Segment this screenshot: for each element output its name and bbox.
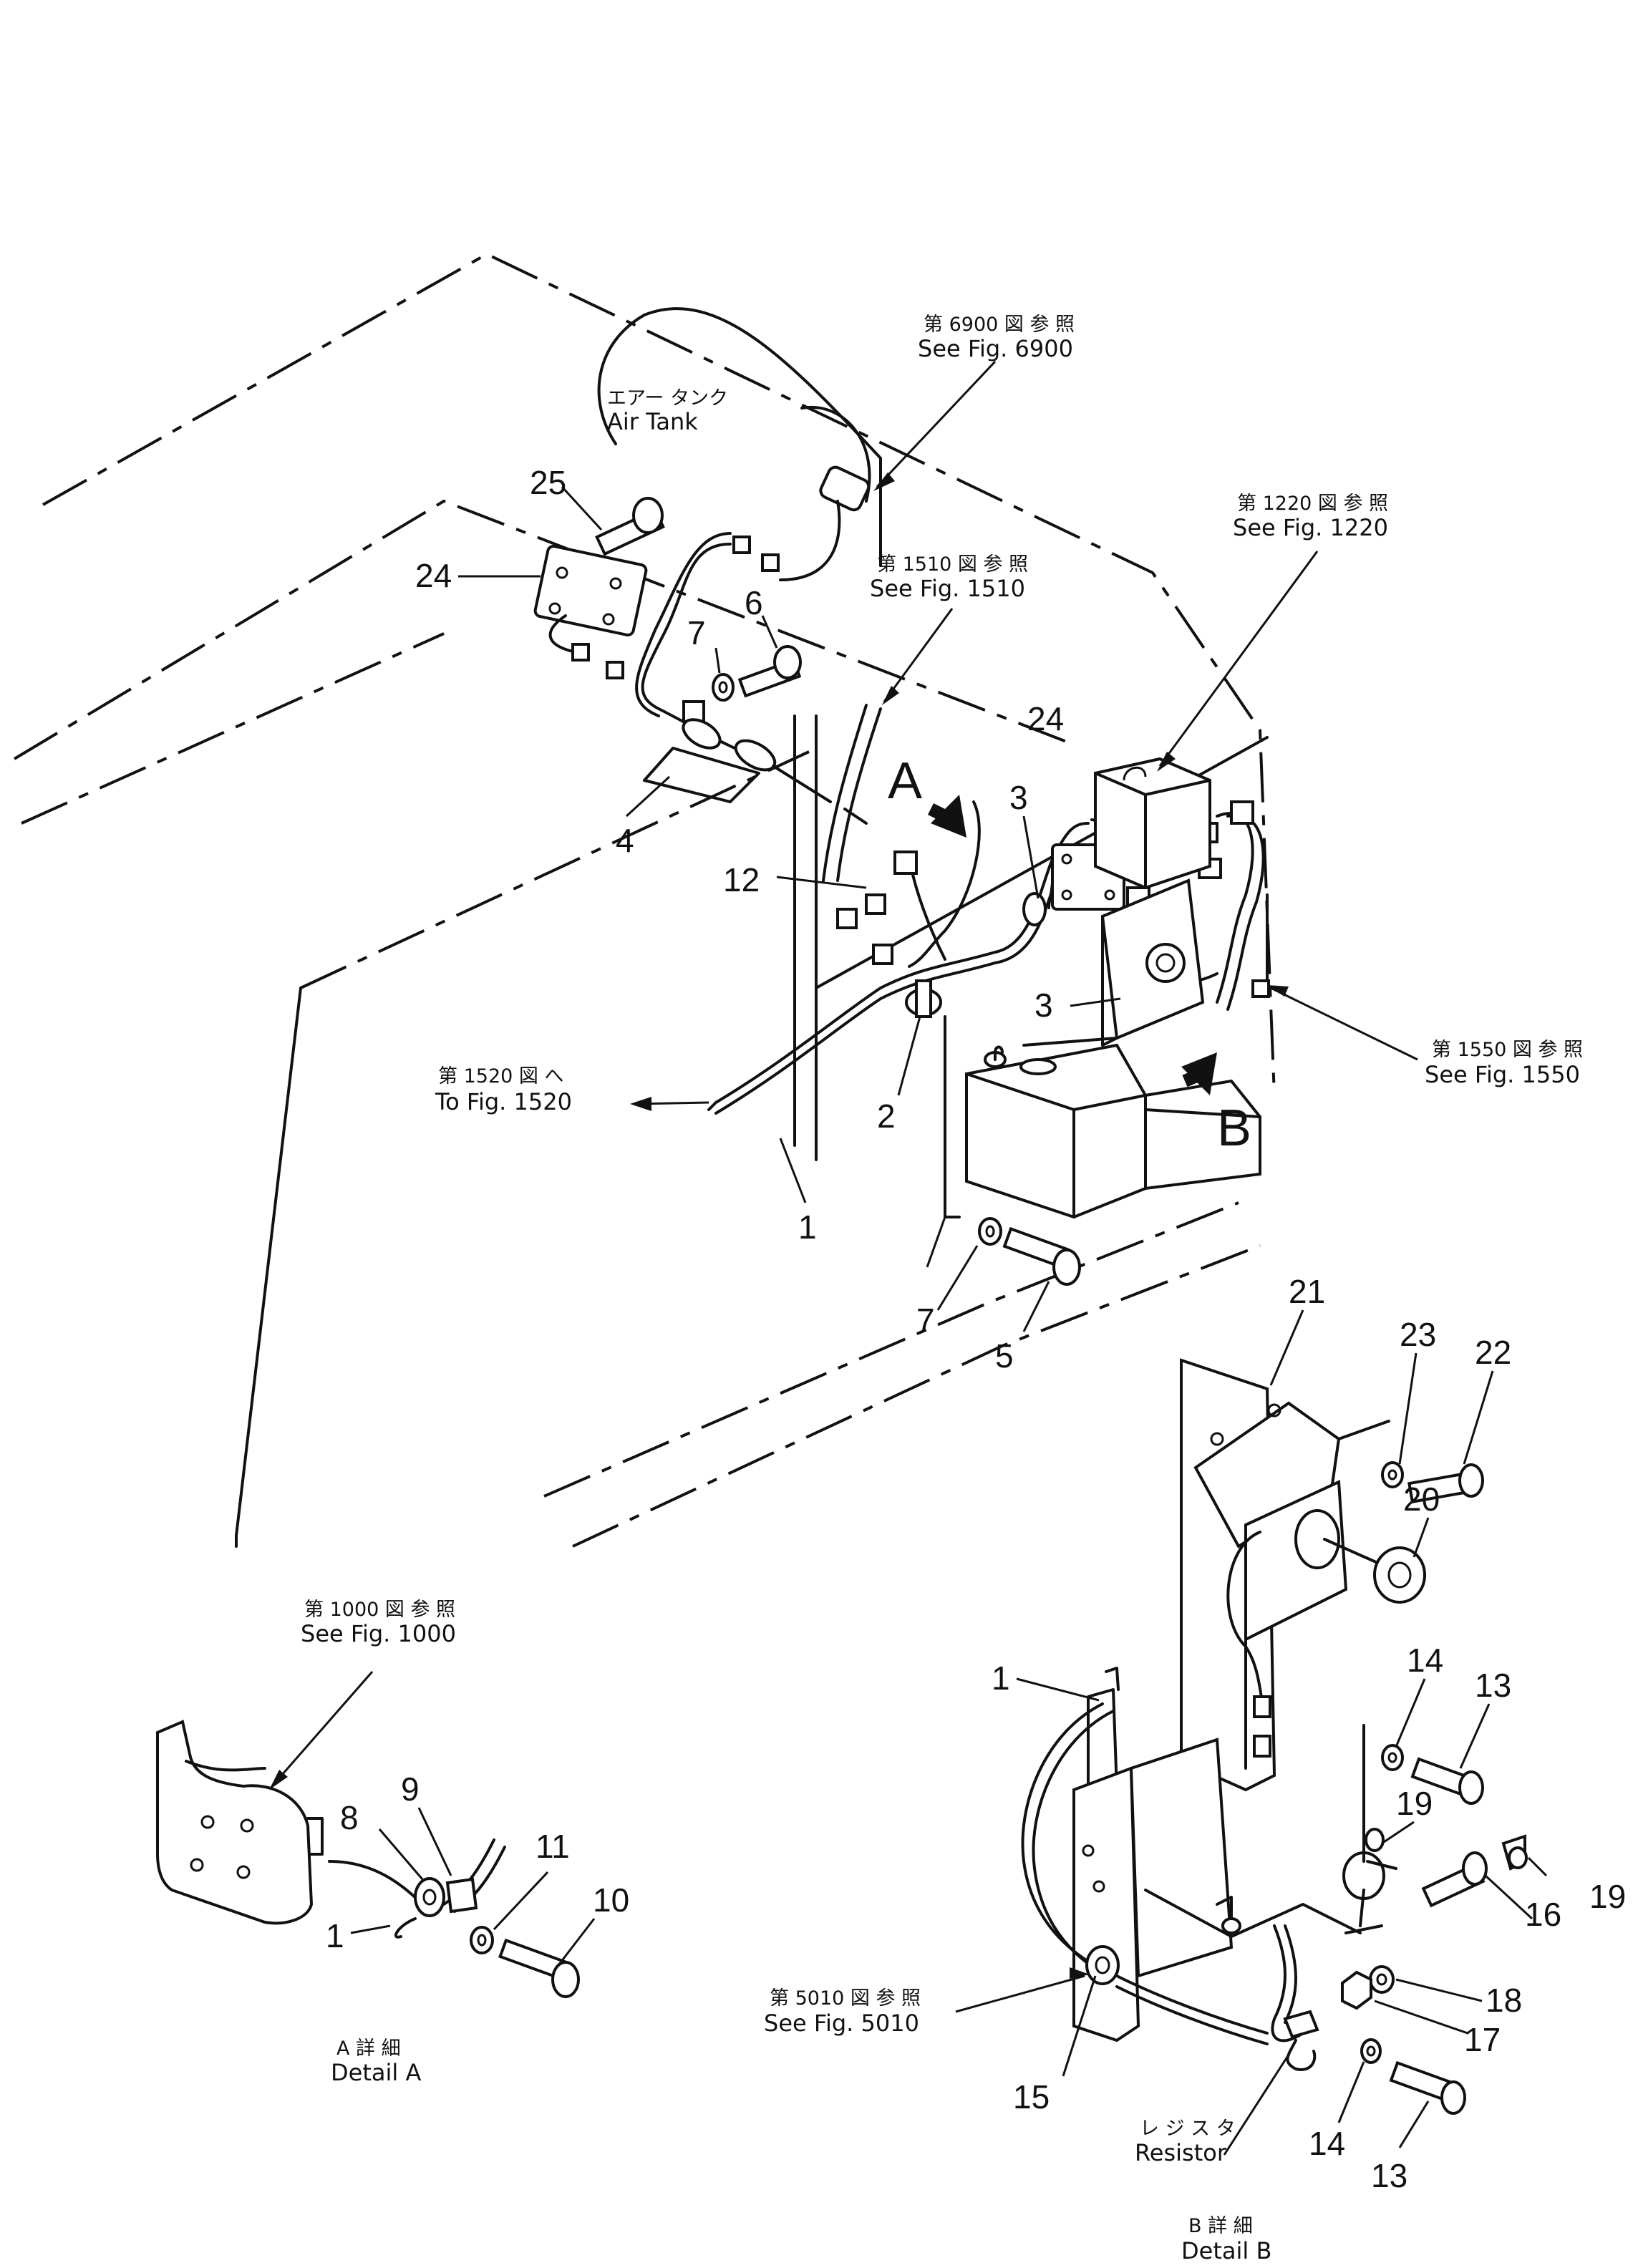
callout-3-upper: 3: [1009, 779, 1028, 816]
callout-11: 11: [536, 1828, 570, 1865]
callout-20: 20: [1403, 1480, 1440, 1518]
callout-4: 4: [616, 822, 634, 859]
fig-1550-label-jp: 第 1550 図 参 照: [1432, 1039, 1583, 1061]
fig-1000-label-en: See Fig. 1000: [301, 1620, 456, 1647]
detail-a-assembly: [156, 1720, 580, 1998]
fig-6900-label-jp: 第 6900 図 参 照: [924, 314, 1075, 336]
callout-2: 2: [877, 1097, 896, 1135]
fig-1000-label-jp: 第 1000 図 参 照: [304, 1599, 455, 1621]
reference-labels: 第 6900 図 参 照 See Fig. 6900 エアー タンク Air T…: [301, 314, 1583, 2166]
detail-a-title-en: Detail A: [331, 2059, 421, 2086]
callout-15: 15: [1013, 2078, 1050, 2116]
callout-21: 21: [1289, 1273, 1325, 1310]
fig-1220-label-en: See Fig. 1220: [1233, 514, 1388, 541]
callout-13-lower: 13: [1371, 2157, 1407, 2194]
cable-to-fig-1520: [707, 1101, 717, 1111]
resistor-label-jp: レ ジ ス タ: [1140, 2118, 1236, 2140]
detail-a-title-jp: A 詳 細: [336, 2037, 401, 2060]
callout-16: 16: [1525, 1896, 1561, 1933]
detail-b-title-jp: B 詳 細: [1188, 2215, 1253, 2237]
view-a-arrow: [927, 795, 966, 838]
callout-14-lower: 14: [1309, 2125, 1345, 2162]
washer-7-lower: [978, 1217, 1002, 1246]
detail-b-title-en: Detail B: [1181, 2237, 1271, 2264]
callout-17: 17: [1464, 2021, 1501, 2058]
bolt-25: [595, 497, 665, 556]
fig-1520-label-jp: 第 1520 図 へ: [438, 1065, 563, 1087]
bolt-6: [737, 645, 802, 698]
connector-24-left: [533, 545, 648, 679]
callout-12: 12: [723, 861, 760, 898]
callout-7-lower: 7: [916, 1302, 935, 1339]
bolt-5: [1002, 1226, 1081, 1286]
view-a-label: A: [888, 752, 922, 810]
washer-7-upper: [712, 673, 735, 702]
pipe-to-fig-1510: [836, 707, 882, 882]
pipe-to-fig-1510-edge: [822, 704, 868, 882]
callout-8: 8: [340, 1799, 359, 1836]
leader-lines-main: [458, 485, 1121, 1332]
battery: [965, 1043, 1261, 1219]
view-b-arrow: [1181, 1052, 1217, 1095]
fig-1220-label-jp: 第 1220 図 参 照: [1237, 493, 1388, 515]
wire-harness-main: [635, 532, 868, 825]
clamp-2: [915, 979, 961, 1218]
fig-1550-label-en: See Fig. 1550: [1425, 1061, 1580, 1088]
callout-14-upper: 14: [1407, 1642, 1443, 1679]
callout-24-right: 24: [1027, 700, 1064, 737]
callout-23: 23: [1400, 1316, 1436, 1353]
callout-numbers-detail-a: 8 9 1 11 10: [326, 1770, 629, 1954]
fig-1520-label-en: To Fig. 1520: [435, 1088, 572, 1115]
clamp-4-indicator: [643, 747, 760, 803]
fig-5010-label-jp: 第 5010 図 参 照: [770, 1987, 921, 2010]
leader-lines-detail-b: [955, 1309, 1548, 2156]
view-b-label: B: [1217, 1100, 1251, 1157]
switch-bracket: [1022, 878, 1205, 1047]
fig-1510-label-en: See Fig. 1510: [870, 575, 1025, 602]
reference-leaders: [630, 360, 1418, 1111]
callout-25: 25: [530, 464, 566, 501]
callout-19-left: 19: [1396, 1785, 1433, 1822]
callout-6: 6: [745, 584, 763, 621]
fig-6900-label-en: See Fig. 6900: [918, 335, 1073, 362]
air-tank-label-en: Air Tank: [607, 408, 698, 435]
machine-body-outline: [13, 252, 1276, 1548]
fig-5010-label-en: See Fig. 5010: [764, 2010, 919, 2037]
leader-lines-detail-a: [269, 1671, 596, 1966]
callout-13-upper: 13: [1475, 1667, 1511, 1704]
detail-b-assembly: [1021, 1358, 1528, 2115]
callout-1-main: 1: [798, 1208, 817, 1246]
callout-numbers-main: 25 24 7 6 4 12 3 24 3 2 1 7 5: [415, 464, 1064, 1375]
fig-1510-label-jp: 第 1510 図 参 照: [877, 553, 1028, 576]
view-labels: A B: [888, 752, 1251, 1157]
callout-9: 9: [401, 1770, 420, 1808]
detail-titles: A 詳 細 Detail A B 詳 細 Detail B: [331, 2037, 1271, 2264]
callout-22: 22: [1475, 1334, 1511, 1371]
air-tank: [597, 307, 882, 581]
resistor-label-en: Resistor: [1135, 2139, 1227, 2166]
callout-1-detail-b: 1: [992, 1659, 1010, 1697]
callout-18: 18: [1486, 1982, 1522, 2019]
solenoid-fig-1220: [1094, 757, 1211, 911]
callout-10: 10: [593, 1881, 629, 1919]
callout-3-lower: 3: [1034, 987, 1053, 1024]
callout-24-left: 24: [415, 557, 452, 594]
callout-19-right: 19: [1589, 1878, 1626, 1915]
callout-numbers-detail-b: 21 23 22 20 1 14 13 19 16 19 15 18 17 14…: [992, 1273, 1626, 2194]
callout-1-detail-a: 1: [326, 1917, 344, 1954]
callout-7-upper: 7: [687, 614, 706, 651]
callout-5: 5: [995, 1337, 1014, 1375]
air-tank-label-jp: エアー タンク: [607, 387, 728, 410]
